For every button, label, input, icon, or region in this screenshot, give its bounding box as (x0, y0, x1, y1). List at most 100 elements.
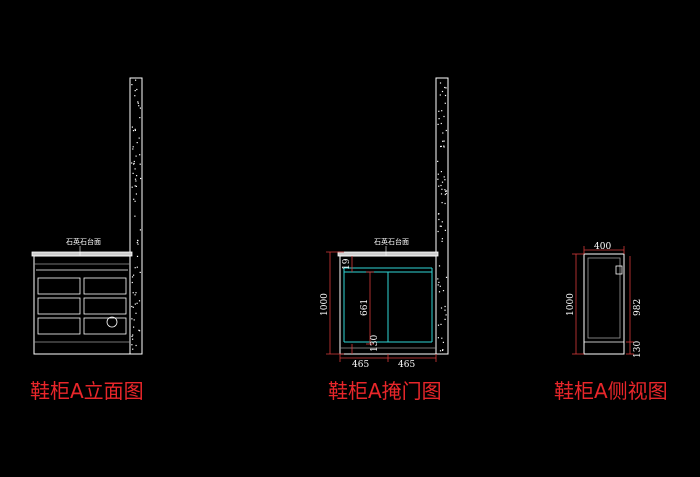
stone-speckle (136, 302, 138, 304)
stone-speckle (437, 173, 439, 175)
stone-speckle (135, 292, 137, 294)
stone-speckle (132, 146, 134, 148)
stone-speckle (438, 185, 440, 187)
stone-speckle (135, 193, 137, 195)
side-title: 鞋柜A侧视图 (554, 379, 668, 403)
stone-speckle (135, 180, 137, 182)
stone-speckle (131, 305, 133, 308)
stone-speckle (444, 102, 446, 104)
stone-speckle (134, 95, 136, 97)
stone-speckle (438, 218, 440, 221)
stone-speckle (138, 105, 140, 107)
door-dim-width-left: 465 (352, 360, 369, 370)
stone-speckle (441, 181, 444, 183)
stone-speckle (131, 84, 133, 86)
stone-speckle (441, 202, 443, 204)
stone-speckle (131, 126, 133, 128)
stone-speckle (134, 294, 136, 296)
stone-speckle (444, 309, 446, 311)
stone-speckle (437, 160, 439, 162)
stone-speckle (440, 307, 443, 309)
stone-speckle (437, 324, 440, 326)
stone-speckle (132, 334, 134, 336)
stone-speckle (440, 122, 442, 125)
door-countertop (337, 251, 439, 257)
stone-speckle (443, 140, 445, 142)
stone-speckle (439, 350, 442, 352)
stone-speckle (132, 172, 134, 174)
door-note: 石英石台面 (374, 237, 409, 246)
stone-speckle (444, 318, 446, 320)
elevation-note: 石英石台面 (66, 237, 101, 246)
stone-speckle (441, 221, 443, 223)
stone-speckle (132, 306, 134, 308)
stone-speckle (131, 162, 133, 164)
stone-speckle (440, 171, 442, 173)
stone-speckle (437, 123, 439, 125)
stone-speckle (445, 129, 447, 132)
side-view: 400 1000 982 130 鞋柜A侧视图 (554, 242, 668, 403)
stone-speckle (134, 178, 137, 180)
stone-speckle (445, 192, 447, 195)
stone-speckle (442, 132, 444, 134)
door-panels (343, 267, 433, 343)
stone-speckle (139, 154, 141, 156)
stone-speckle (444, 179, 446, 181)
stone-speckle (137, 101, 139, 103)
stone-speckle (445, 276, 448, 278)
stone-speckle (438, 265, 441, 267)
stone-speckle (133, 163, 135, 165)
stone-speckle (443, 176, 445, 178)
stone-speckle (139, 117, 141, 119)
stone-speckle (131, 344, 133, 346)
stone-speckle (132, 130, 135, 132)
stone-speckle (135, 344, 137, 347)
stone-speckle (444, 305, 446, 308)
stone-speckle (439, 285, 441, 287)
stone-speckle (444, 189, 446, 191)
stone-speckle (134, 215, 136, 217)
stone-speckle (445, 190, 448, 192)
stone-speckle (440, 145, 442, 147)
stone-speckle (439, 94, 441, 96)
elevation-countertop (31, 251, 133, 257)
stone-speckle (137, 239, 139, 241)
elevation-knob (106, 316, 118, 328)
stone-speckle (443, 146, 445, 148)
stone-speckle (135, 79, 137, 81)
stone-speckle (438, 291, 441, 293)
stone-speckle (132, 338, 134, 340)
stone-speckle (132, 292, 134, 294)
stone-speckle (442, 341, 444, 343)
stone-speckle (440, 323, 442, 325)
stone-speckle (437, 230, 439, 233)
stone-speckle (444, 86, 446, 89)
stone-speckle (136, 255, 139, 257)
stone-speckle (136, 88, 138, 91)
stone-speckle (439, 225, 441, 227)
side-dim-total-height: 1000 (566, 293, 576, 316)
stone-speckle (437, 178, 439, 180)
stone-speckle (139, 271, 141, 273)
door-view: 石英石台面 1000 19 661 130 465 465 鞋柜A掩门图 (320, 77, 449, 403)
stone-speckle (437, 284, 439, 286)
stone-speckle (136, 242, 138, 244)
stone-speckle (134, 303, 136, 305)
stone-speckle (135, 312, 137, 314)
elevation-title: 鞋柜A立面图 (30, 379, 144, 403)
stone-speckle (138, 137, 140, 139)
stone-speckle (139, 229, 141, 231)
stone-speckle (134, 90, 136, 92)
stone-speckle (134, 200, 136, 202)
stone-speckle (440, 225, 442, 227)
stone-speckle (440, 184, 442, 187)
side-dim-depth: 400 (594, 242, 611, 252)
door-dim-plinth: 130 (370, 335, 380, 352)
stone-speckle (139, 330, 141, 332)
stone-speckle (138, 329, 140, 331)
stone-speckle (139, 163, 141, 165)
stone-speckle (137, 243, 139, 245)
stone-speckle (133, 274, 135, 276)
stone-speckle (441, 90, 444, 93)
stone-speckle (438, 281, 440, 283)
